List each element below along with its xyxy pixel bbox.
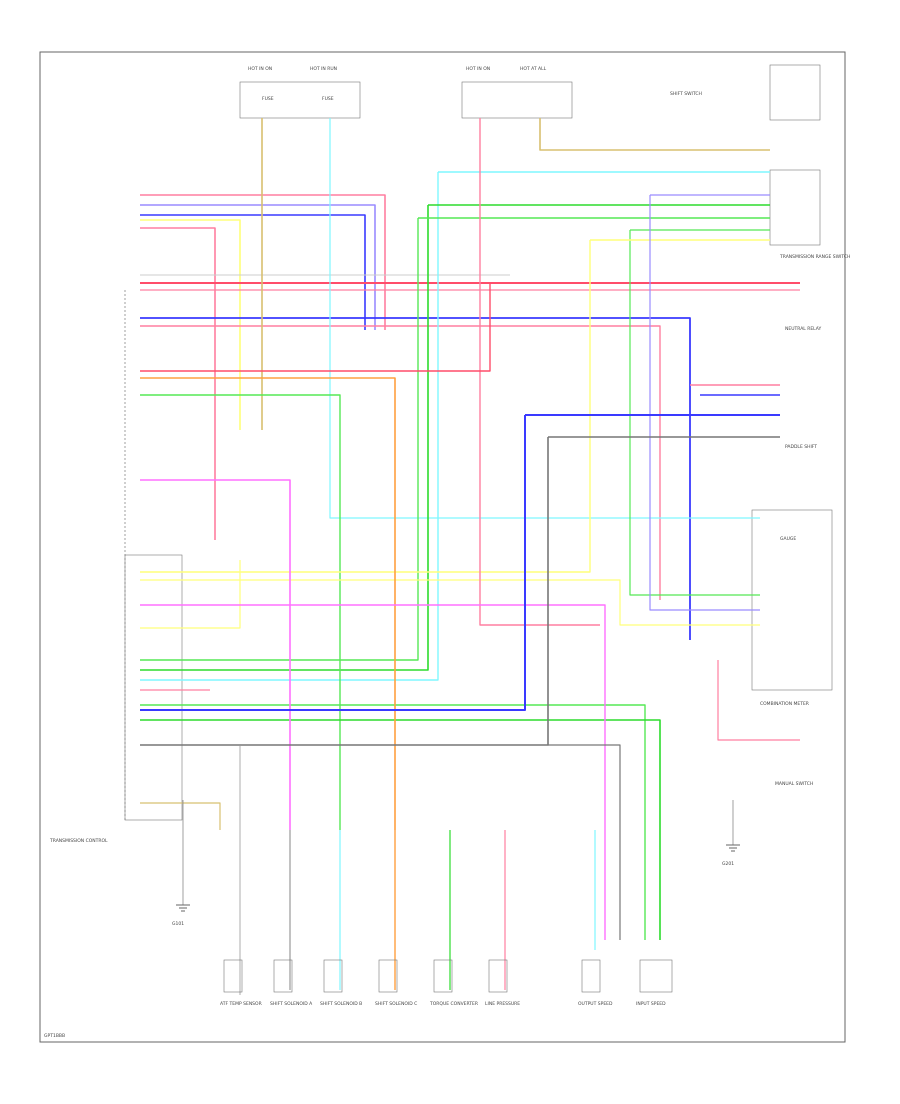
wire-green-right-down — [629, 230, 760, 596]
wire-green-bot2 — [140, 719, 661, 940]
bottom-component-label: LINE PRESSURE — [485, 1001, 520, 1007]
bottom-component-box — [223, 959, 243, 993]
bottom-component-box — [323, 959, 343, 993]
bottom-component-label: INPUT SPEED — [636, 1001, 666, 1007]
wire-red-h2 — [140, 283, 491, 372]
wire-violet-top — [140, 204, 376, 330]
label-gauge: GAUGE — [780, 536, 796, 542]
ecm-connector: TRANSMISSION CONTROL — [49, 290, 183, 844]
bottom-component-box — [378, 959, 398, 993]
bottom-component-label: OUTPUT SPEED — [578, 1001, 613, 1007]
diagram-frame — [39, 51, 846, 1043]
wire-yellow-2 — [140, 579, 760, 626]
fuse-block-left: HOT IN ON HOT IN RUN FUSE FUSE — [239, 66, 361, 119]
bottom-component-label: TORQUE CONVERTER — [429, 1001, 478, 1007]
wire-gray-down — [140, 437, 549, 746]
wire-blue-top — [140, 214, 366, 330]
bottom-component-label: ATF TEMP SENSOR — [220, 1001, 262, 1007]
label-shift-switch: SHIFT SWITCH — [670, 91, 702, 97]
wire-magenta-2 — [140, 604, 606, 940]
footer-code: GPT1BBB — [44, 1033, 65, 1039]
ground-left: G101 — [172, 800, 190, 927]
fuse-right-top2: HOT AT ALL — [520, 66, 547, 72]
wire-pink-top2 — [140, 227, 216, 540]
ground-right-label: G201 — [722, 861, 734, 867]
right-components: SHIFT SWITCH TRANSMISSION RANGE SWITCH N… — [670, 64, 850, 787]
bottom-component-label: SHIFT SOLENOID C — [375, 1001, 417, 1007]
wire-gray-2 — [548, 744, 621, 940]
wire-violet-r-down — [649, 195, 760, 611]
label-paddle: PADDLE SHIFT — [785, 444, 817, 450]
bottom-component-label: SHIFT SOLENOID A — [270, 1001, 313, 1007]
wire-green-bot1 — [140, 704, 646, 940]
wire-tan-top — [539, 118, 770, 151]
wire-yellow-3 — [140, 560, 241, 629]
wire-cyan-mid — [329, 118, 760, 519]
wire-green-2-down — [140, 218, 419, 661]
fuse-left-mid1: FUSE — [262, 96, 274, 102]
wire-green-1-down — [140, 205, 429, 671]
wire-tan-bot — [140, 802, 221, 830]
wire-pink-top — [140, 194, 386, 330]
wire-blue-lower-down — [140, 415, 526, 711]
bottom-component-box — [488, 959, 508, 993]
fuse-right-top1: HOT IN ON — [466, 66, 490, 72]
bottom-component-box — [433, 959, 453, 993]
fuse-left-top2: HOT IN RUN — [310, 66, 337, 72]
fuse-left-mid2: FUSE — [322, 96, 334, 102]
label-combination-meter: COMBINATION METER — [760, 701, 809, 707]
bottom-component-box — [273, 959, 293, 993]
wire-pink-can — [140, 325, 661, 600]
ecm-title: TRANSMISSION CONTROL — [49, 838, 108, 844]
fuse-left-top1: HOT IN ON — [248, 66, 272, 72]
bottom-component-box — [639, 959, 673, 993]
wires — [140, 118, 800, 995]
ground-left-label: G101 — [172, 921, 184, 927]
label-manual-switch: MANUAL SWITCH — [775, 781, 813, 787]
bottom-components: ATF TEMP SENSOR SHIFT SOLENOID A SHIFT SOL… — [220, 959, 673, 1007]
wire-red-right — [717, 660, 800, 741]
wire-red-vert — [479, 118, 600, 626]
bottom-component-box — [581, 959, 601, 993]
wire-yellow-top — [140, 219, 241, 430]
wire-magenta — [140, 479, 291, 830]
wire-green-left — [140, 394, 341, 830]
fuse-block-right: HOT IN ON HOT AT ALL — [461, 66, 573, 119]
label-transmission-range: TRANSMISSION RANGE SWITCH — [779, 254, 850, 260]
wire-orange — [140, 377, 396, 830]
wire-cyan-down — [140, 172, 439, 681]
wire-blue-can — [140, 317, 691, 640]
label-neutral-relay: NEUTRAL RELAY — [785, 326, 822, 332]
ground-right: G201 — [722, 800, 740, 867]
bottom-component-label: SHIFT SOLENOID B — [320, 1001, 362, 1007]
